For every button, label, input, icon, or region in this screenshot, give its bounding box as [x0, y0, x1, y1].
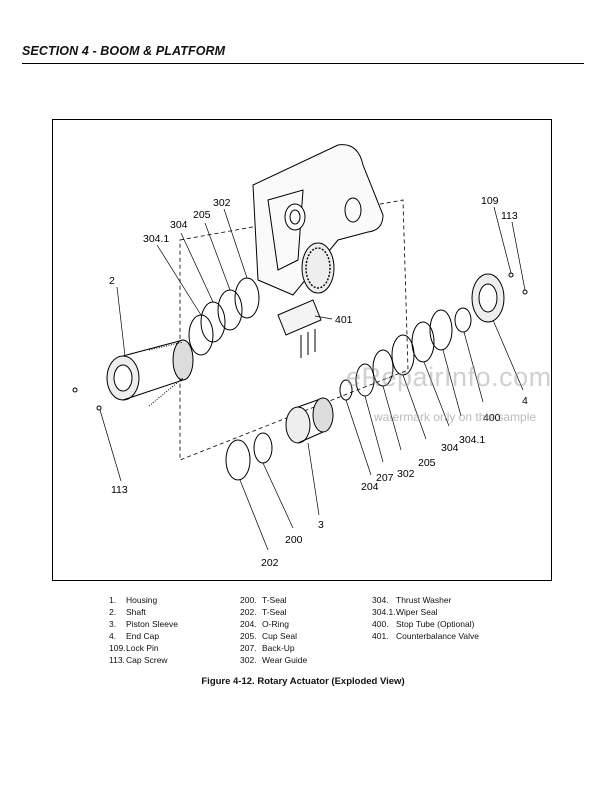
callout-2: 2	[109, 275, 115, 287]
callout-204: 204	[361, 481, 379, 493]
callout-302-bottom: 302	[397, 468, 415, 480]
explode-axis	[179, 199, 409, 461]
legend-item: 207.Back-Up	[240, 643, 295, 654]
seal-200	[253, 432, 273, 464]
callout-302-top: 302	[213, 197, 231, 209]
legend-item: 401.Counterbalance Valve	[372, 631, 480, 642]
callout-304-top: 304	[170, 219, 188, 231]
end-cap-part	[471, 272, 528, 323]
legend-item: 304.1.Wiper Seal	[372, 607, 438, 618]
shaft-part	[72, 339, 194, 411]
legend-item: 109.Lock Pin	[109, 643, 159, 654]
legend-item: 204.O-Ring	[240, 619, 289, 630]
legend-item: 1.Housing	[109, 595, 158, 605]
section-title: SECTION 4 - BOOM & PLATFORM	[22, 44, 226, 58]
legend-item: 3.Piston Sleeve	[109, 619, 178, 630]
callout-205-top: 205	[193, 209, 211, 221]
valve-401	[277, 299, 322, 358]
legend-item: 2.Shaft	[109, 607, 146, 618]
seal-304-b	[411, 321, 435, 363]
legend-item: 4.End Cap	[109, 631, 160, 642]
legend-item: 302.Wear Guide	[240, 655, 308, 666]
callout-4: 4	[522, 395, 528, 407]
figure-caption: Figure 4-12. Rotary Actuator (Exploded V…	[201, 676, 405, 687]
piston-sleeve-part	[285, 397, 334, 444]
legend-column-2: 200.T-Seal 202.T-Seal 204.O-Ring 205.Cup…	[240, 594, 307, 667]
callout-3: 3	[318, 519, 324, 531]
legend-column-1: 1.Housing 2.Shaft 3.Piston Sleeve 4.End …	[109, 594, 178, 667]
header-rule	[22, 63, 584, 64]
legend-column-3: 304.Thrust Washer 304.1.Wiper Seal 400.S…	[372, 594, 479, 642]
legend-item: 113.Cap Screw	[109, 655, 168, 666]
callout-400: 400	[483, 412, 501, 424]
callout-109: 109	[481, 195, 499, 207]
watermark: eRepairInfo.com	[346, 362, 552, 392]
callout-304-bottom: 304	[441, 442, 459, 454]
legend-item: 202.T-Seal	[240, 607, 287, 618]
callout-401: 401	[335, 314, 353, 326]
legend-item: 304.Thrust Washer	[372, 595, 452, 605]
legend-item: 400.Stop Tube (Optional)	[372, 619, 475, 630]
page-header: SECTION 4 - BOOM & PLATFORM	[22, 44, 584, 64]
seal-202	[225, 439, 251, 481]
stop-tube-400	[454, 307, 472, 333]
seal-304-1-b	[429, 309, 453, 351]
legend-item: 200.T-Seal	[240, 595, 287, 605]
figure-frame: 109 113 302 205 304 304.1 2 401 4 400 30…	[52, 119, 552, 581]
callout-202: 202	[261, 557, 279, 569]
callout-205-bottom: 205	[418, 457, 436, 469]
callout-113-bottom: 113	[111, 484, 128, 496]
seal-205	[217, 289, 243, 331]
legend-item: 205.Cup Seal	[240, 631, 297, 642]
watermark-sub: watermark only on this sample	[374, 410, 537, 424]
housing-part	[252, 144, 384, 296]
callout-304-1-top: 304.1	[143, 233, 169, 245]
seal-302	[234, 277, 260, 319]
callout-200: 200	[285, 534, 303, 546]
callout-207: 207	[376, 472, 394, 484]
callout-304-1-bottom: 304.1	[459, 434, 485, 446]
exploded-view-drawing: 109 113 302 205 304 304.1 2 401 4 400 30…	[72, 144, 528, 569]
callout-113-top: 113	[501, 210, 518, 222]
